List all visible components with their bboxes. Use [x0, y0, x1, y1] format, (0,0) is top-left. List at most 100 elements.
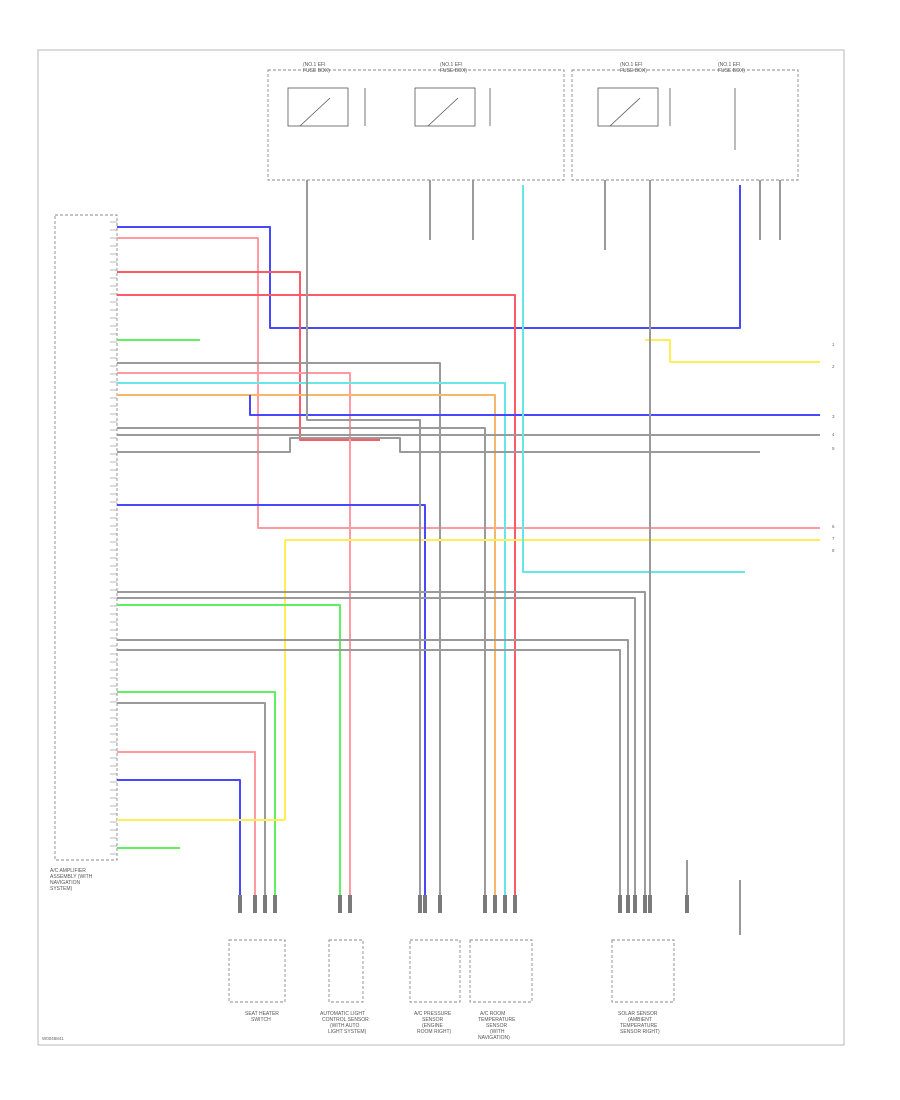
relay-2: (NO.1 EFI FUSE BOX) — [414, 62, 491, 127]
component-4-line-5: NAVIGATION) — [478, 1035, 510, 1041]
relay-box-right — [571, 69, 799, 181]
wire-29 — [645, 339, 820, 363]
relay-4-title-2: FUSE BOX) — [718, 68, 745, 74]
ecu-caption-line-3: NAVIGATION — [50, 880, 80, 886]
component-4-line-1: A/C ROOM — [480, 1011, 505, 1017]
wire-4 — [117, 294, 516, 895]
connector-plug-2 — [253, 895, 257, 913]
wire-1 — [117, 185, 741, 329]
wire-7 — [117, 372, 351, 895]
connector-plug-15 — [626, 895, 630, 913]
component-4-line-3: SENSOR — [486, 1023, 508, 1029]
connector-tag-6: 6 — [832, 524, 835, 529]
relay-4-title-1: (NO.1 EFI — [718, 62, 741, 68]
wire-21 — [117, 639, 629, 895]
component-4-line-4: (WITH — [490, 1029, 505, 1035]
component-room-temperature-sensor: A/C ROOM TEMPERATURE SENSOR (WITH NAVIGA… — [469, 939, 533, 1041]
component-ac-pressure-sensor: A/C PRESSURE SENSOR (ENGINE ROOM RIGHT) — [409, 939, 461, 1035]
wire-25 — [117, 751, 256, 895]
wire-22 — [117, 649, 621, 895]
component-seat-heater-switch: SEAT HEATER SWITCH — [228, 939, 286, 1023]
component-2-line-1: AUTOMATIC LIGHT — [320, 1011, 365, 1017]
connector-tag-4: 4 — [832, 432, 835, 437]
component-5-line-3: TEMPERATURE — [620, 1023, 658, 1029]
component-2-line-2: CONTROL SENSOR — [322, 1017, 369, 1023]
component-1-line-2: SWITCH — [251, 1017, 271, 1023]
connector-tag-8: 8 — [832, 548, 835, 553]
component-3-line-1: A/C PRESSURE — [414, 1011, 452, 1017]
wire-17 — [522, 185, 745, 573]
wire-18 — [117, 591, 646, 895]
connector-plug-5 — [338, 895, 342, 913]
connector-plug-8 — [423, 895, 427, 913]
component-5-line-1: SOLAR SENSOR — [618, 1011, 658, 1017]
relay-3-title-1: (NO.1 EFI — [620, 62, 643, 68]
connector-plug-9 — [438, 895, 442, 913]
component-3-line-4: ROOM RIGHT) — [417, 1029, 451, 1035]
connector-tags: 1 2 3 4 5 6 7 8 — [832, 342, 835, 553]
component-2-line-3: (WITH AUTO — [330, 1023, 359, 1029]
connector-plug-1 — [238, 895, 242, 913]
connector-tag-5: 5 — [832, 446, 835, 451]
connector-plug-19 — [685, 895, 689, 913]
connector-plug-18 — [648, 895, 652, 913]
connector-plug-13 — [513, 895, 517, 913]
wire-23 — [117, 691, 276, 895]
wire-layer — [117, 180, 820, 935]
connector-plug-16 — [633, 895, 637, 913]
component-solar-sensor: SOLAR SENSOR (AMBIENT TEMPERATURE SENSOR… — [611, 939, 675, 1035]
relay-4: (NO.1 EFI FUSE BOX) — [718, 62, 745, 150]
relay-2-title-2: FUSE BOX) — [440, 68, 467, 74]
wire-9 — [117, 394, 496, 895]
connector-plug-7 — [418, 895, 422, 913]
connector-plug-11 — [493, 895, 497, 913]
component-auto-light-sensor: AUTOMATIC LIGHT CONTROL SENSOR (WITH AUT… — [320, 939, 369, 1035]
wire-3 — [117, 271, 380, 441]
wire-24 — [117, 702, 266, 895]
ecu-pin-layer — [110, 221, 117, 855]
component-2-line-4: LIGHT SYSTEM) — [328, 1029, 367, 1035]
component-1-line-1: SEAT HEATER — [245, 1011, 279, 1017]
relay-3-title-2: FUSE BOX) — [620, 68, 647, 74]
connector-plug-12 — [503, 895, 507, 913]
wire-8 — [117, 382, 506, 895]
relay-1-title-2: FUSE BOX) — [303, 68, 330, 74]
component-5-line-2: (AMBIENT — [628, 1017, 652, 1023]
ecu-caption-line-2: ASSEMBLY (WITH — [50, 874, 93, 880]
component-4-line-2: TEMPERATURE — [478, 1017, 516, 1023]
connector-plug-14 — [618, 895, 622, 913]
connector-plug-17 — [643, 895, 647, 913]
wire-10 — [249, 395, 820, 416]
wire-30 — [306, 180, 421, 895]
component-3-line-3: (ENGINE — [422, 1023, 444, 1029]
ecu-caption-line-4: SYSTEM) — [50, 886, 73, 892]
wire-6 — [117, 362, 441, 895]
ac-amplifier-box — [54, 214, 118, 861]
relay-3: (NO.1 EFI FUSE BOX) — [597, 62, 671, 127]
connector-plug-6 — [348, 895, 352, 913]
wire-13 — [117, 437, 760, 453]
component-3-line-2: SENSOR — [422, 1017, 444, 1023]
connector-tag-3: 3 — [832, 414, 835, 419]
relay-1: (NO.1 EFI FUSE BOX) — [287, 62, 366, 127]
connector-plug-10 — [483, 895, 487, 913]
connector-plug-4 — [273, 895, 277, 913]
wire-26 — [117, 779, 241, 895]
relay-1-title-1: (NO.1 EFI — [303, 62, 326, 68]
wire-20 — [117, 604, 341, 895]
relay-2-title-1: (NO.1 EFI — [440, 62, 463, 68]
connector-plug-3 — [263, 895, 267, 913]
connector-tag-2: 2 — [832, 364, 835, 369]
wire-14 — [117, 504, 426, 895]
diagram-code: W0048841 — [42, 1036, 64, 1041]
ecu-caption-line-1: A/C AMPLIFIER — [50, 868, 86, 874]
ac-amplifier-caption: A/C AMPLIFIER ASSEMBLY (WITH NAVIGATION … — [50, 868, 93, 892]
connector-tag-7: 7 — [832, 536, 835, 541]
wire-11 — [117, 427, 486, 895]
relay-box-left — [267, 69, 565, 181]
connector-tag-1: 1 — [832, 342, 835, 347]
component-5-line-4: SENSOR RIGHT) — [620, 1029, 660, 1035]
diagram-frame — [37, 49, 845, 1046]
